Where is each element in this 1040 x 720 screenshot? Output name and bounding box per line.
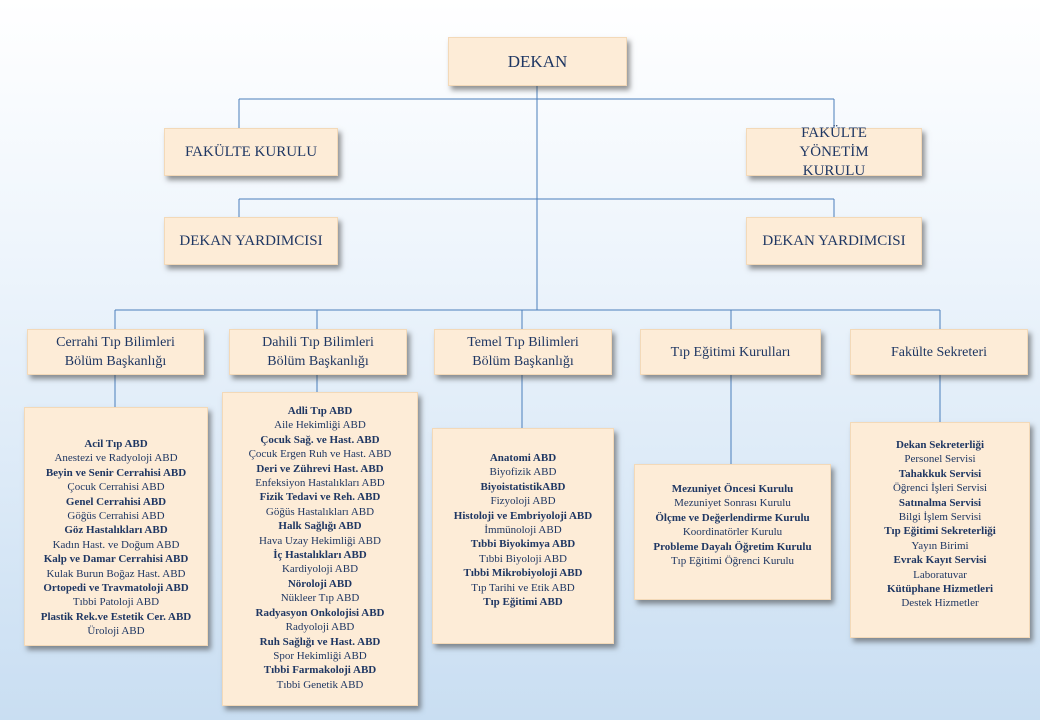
list-item: Anatomi ABD [489,452,557,464]
dept-header-dahili: Dahili Tıp Bilimleri Bölüm Başkanlığı [229,329,407,375]
list-item: Tahakkuk Servisi [898,467,982,480]
list-item: Fizik Tedavi ve Reh. ABD [259,491,381,504]
dekan-yardimcisi-left-box: DEKAN YARDIMCISI [164,217,338,265]
list-item: Tıbbi Biyoloji ABD [478,552,567,565]
list-item: Spor Hekimliği ABD [273,649,367,662]
list-item: Laboratuvar [913,568,967,581]
list-item: Aile Hekimliği ABD [274,419,366,432]
list-item: Adli Tıp ABD [287,405,353,417]
list-item: Kulak Burun Boğaz Hast. ABD [46,567,186,580]
list-item: Üroloji ABD [87,625,145,638]
list-item: Hava Uzay Hekimliği ABD [259,534,381,547]
list-item: Genel Cerrahisi ABD [65,495,167,508]
dept-title: Cerrahi Tıp Bilimleri Bölüm Başkanlığı [56,335,175,369]
list-item: Mezuniyet Öncesi Kurulu [671,483,794,495]
list-item: Kütüphane Hizmetleri [886,583,994,596]
list-item: Çocuk Ergen Ruh ve Hast. ABD [248,448,392,461]
list-item: Öğrenci İşleri Servisi [892,482,988,495]
dekan-yardimcisi-left-label: DEKAN YARDIMCISI [179,232,323,249]
list-item: Tıp Eğitimi ABD [483,596,563,609]
list-item: Deri ve Zührevi Hast. ABD [256,462,384,475]
list-item: Halk Sağlığı ABD [278,520,362,533]
list-item: Çocuk Cerrahisi ABD [67,481,165,494]
list-item: Ölçme ve Değerlendirme Kurulu [655,511,810,524]
fakulte-yonetim-kurulu-box: FAKÜLTE YÖNETİM KURULU [746,125,922,179]
list-item: Nöroloji ABD [287,577,353,590]
list-item: Satınalma Servisi [898,496,982,509]
dept-title: Dahili Tıp Bilimleri Bölüm Başkanlığı [262,335,374,369]
dekan-box: DEKAN [448,37,627,86]
list-item: BiyoistatistikABD [480,480,566,493]
list-item: Plastik Rek.ve Estetik Cer. ABD [40,610,192,623]
fakulte-kurulu-box: FAKÜLTE KURULU [164,128,338,176]
list-item: Çocuk Sağ. ve Hast. ABD [260,433,380,446]
list-item: Tıbbi Genetik ABD [276,678,364,691]
list-item: Tıbbi Patoloji ABD [72,596,160,609]
list-item: Probleme Dayalı Öğretim Kurulu [653,540,812,553]
list-item: Tıp Tarihi ve Etik ABD [471,581,575,594]
list-item: Tıbbi Farmakoloji ABD [263,664,377,677]
list-item: İmmünoloji ABD [484,524,562,537]
list-item: Kardiyoloji ABD [281,563,359,576]
list-item: Tıp Eğitimi Öğrenci Kurulu [670,555,795,568]
list-item: Göğüs Hastalıkları ABD [265,505,375,518]
dept-header-temel: Temel Tıp Bilimleri Bölüm Başkanlığı [434,329,612,375]
fakulte-kurulu-label: FAKÜLTE KURULU [184,143,318,160]
list-item: Radyasyon Onkolojisi ABD [255,606,385,619]
list-item: Evrak Kayıt Servisi [893,554,987,567]
list-item: Tıbbi Mikrobiyoloji ABD [463,567,583,580]
list-item: Kalp ve Damar Cerrahisi ABD [43,553,189,566]
dept-title: Temel Tıp Bilimleri Bölüm Başkanlığı [467,335,579,369]
dept-header-fakulte-sekreteri: Fakülte Sekreteri [850,329,1028,375]
dept-title: Fakülte Sekreteri [890,344,988,360]
list-item: Göz Hastalıkları ABD [64,524,168,537]
list-item: Beyin ve Senir Cerrahisi ABD [45,466,187,479]
list-item: Histoloji ve Embriyoloji ABD [453,509,593,522]
dept-header-cerrahi: Cerrahi Tıp Bilimleri Bölüm Başkanlığı [27,329,204,375]
dept-header-tip-egitimi: Tıp Eğitimi Kurulları [640,329,821,375]
list-item: Fizyoloji ABD [490,495,556,508]
list-item: Ortopedi ve Travmatoloji ABD [43,582,189,595]
list-item: Radyoloji ABD [285,621,355,634]
list-item: Nükleer Tıp ABD [280,592,360,605]
list-item: Koordinatörler Kurulu [682,526,783,539]
list-item: Tıbbi Biyokimya ABD [470,538,576,551]
dekan-label: DEKAN [507,51,568,71]
dept-title: Tıp Eğitimi Kurulları [670,344,791,360]
list-item: Bilgi İşlem Servisi [898,511,982,524]
list-item: Kadın Hast. ve Doğum ABD [52,538,180,551]
list-item: Enfeksiyon Hastalıkları ABD [255,477,385,490]
list-item: Destek Hizmetler [901,597,979,610]
list-item: Acil Tıp ABD [84,438,148,450]
list-item: Mezuniyet Sonrası Kurulu [674,497,791,510]
list-item: Anestezi ve Radyoloji ABD [54,452,178,465]
dekan-yardimcisi-right-box: DEKAN YARDIMCISI [746,217,922,265]
list-item: Tıp Eğitimi Sekreterliği [884,525,996,538]
list-item: Yayın Birimi [911,539,969,552]
fakulte-yonetim-kurulu-label: FAKÜLTE YÖNETİM KURULU [799,124,869,179]
list-item: Personel Servisi [904,453,976,466]
list-item: Göğüs Cerrahisi ABD [67,510,165,523]
list-item: Dekan Sekreterliği [895,439,985,451]
list-item: Biyofizik ABD [489,466,557,479]
list-item: İç Hastalıkları ABD [273,549,367,562]
dekan-yardimcisi-right-label: DEKAN YARDIMCISI [762,232,906,249]
list-item: Ruh Sağlığı ve Hast. ABD [259,635,381,648]
